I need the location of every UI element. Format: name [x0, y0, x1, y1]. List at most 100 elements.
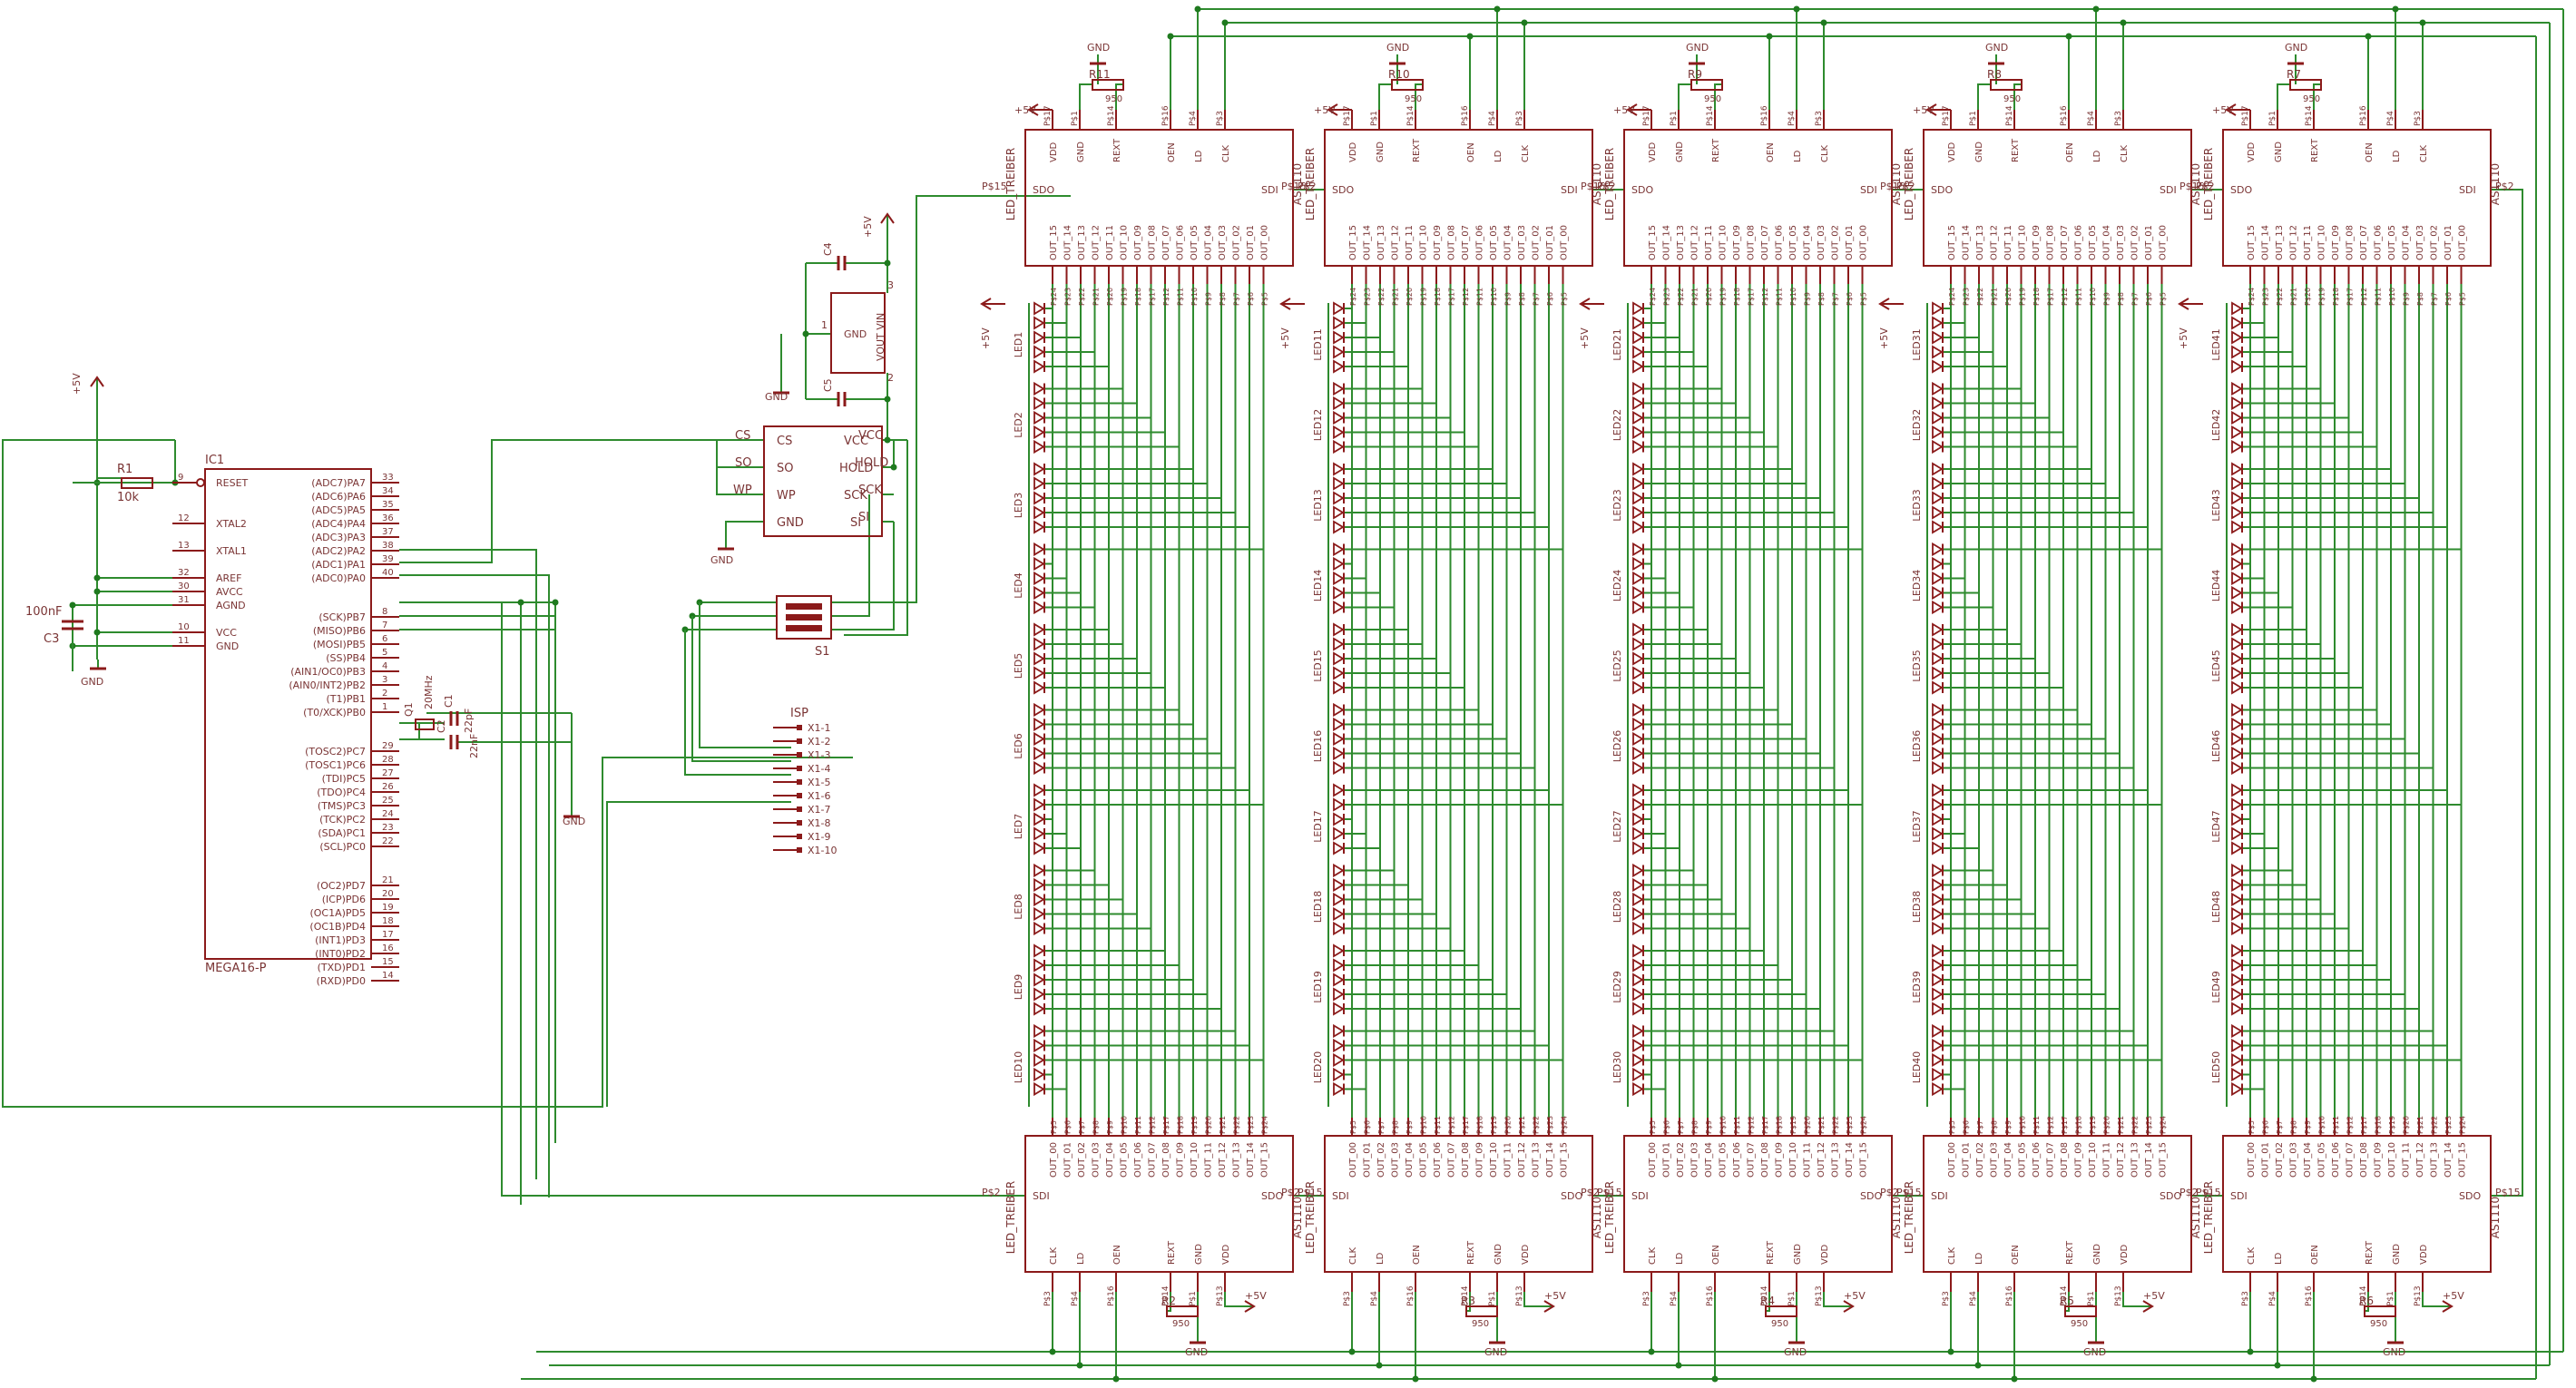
driver-out-pad: P$5	[2160, 292, 2168, 306]
driver-out-name: OUT_10	[1190, 1142, 1200, 1178]
driver-out-name: OUT_10	[1719, 225, 1729, 260]
mcu-pin-number: 9	[178, 473, 183, 483]
led-diode	[1333, 542, 1345, 557]
mcu-pin-name: (TDI)PC5	[322, 773, 366, 785]
isp-header[interactable]: ISP X1-1X1-2X1-3X1-4X1-5X1-6X1-7X1-8X1-9…	[773, 707, 837, 856]
eeprom-pin-gnd: GND	[777, 516, 804, 530]
mcu-pin-number: 12	[178, 513, 190, 523]
driver-out-pad: P$17	[1162, 1116, 1170, 1134]
r-top-right	[2313, 83, 2321, 110]
driver-name: AS1110	[2189, 1197, 2202, 1238]
led-diode	[1632, 600, 1644, 615]
junction-dot	[1820, 19, 1827, 26]
driver-serial-left: SDO	[1033, 184, 1054, 196]
driver-out-name: OUT_07	[1447, 1142, 1457, 1178]
junction-dot	[93, 588, 101, 595]
led-label: LED6	[1013, 733, 1024, 759]
led-driver-bottom[interactable]: AS1110LED_TREIBERCLKP$3LDP$4OENP$16REXTP…	[982, 1116, 1323, 1306]
driver-ctrl-name: VDD	[2419, 1244, 2429, 1265]
resistor-top-ref: R9	[1688, 68, 1702, 81]
led-diode	[1033, 921, 1045, 936]
led-label: LED35	[1911, 650, 1923, 682]
chain-end	[2491, 189, 2523, 1197]
driver-ctrl-pad: P$14	[1706, 105, 1715, 126]
mcu-pin-number: 39	[382, 554, 394, 564]
driver-out-pad: P$20	[1406, 288, 1414, 306]
capacitor-c3[interactable]: 100nF C3	[25, 605, 83, 646]
resistor-bottom-ref: R6	[2359, 1295, 2374, 1307]
driver-out-pad: P$18	[1476, 1116, 1484, 1134]
junction-dot	[884, 396, 891, 403]
driver-ctrl-name: CLK	[2120, 144, 2130, 162]
led-diode	[2231, 863, 2243, 878]
led-driver-bottom[interactable]: AS1110LED_TREIBERCLKP$3LDP$4OENP$16REXTP…	[1281, 1116, 1622, 1306]
junction-dot	[1793, 5, 1800, 13]
isp-title: ISP	[790, 707, 808, 720]
driver-out-pad: P$9	[2304, 1120, 2312, 1134]
driver-out-pad: P$18	[1776, 1116, 1784, 1134]
mcu-pin-number: 14	[382, 971, 394, 981]
led-diode	[1932, 462, 1944, 476]
led-label: LED44	[2210, 570, 2222, 602]
voltage-regulator[interactable]: GND VOUT VIN 1 2 3	[821, 279, 894, 384]
driver-out-pad: P$7	[1832, 292, 1840, 306]
driver-out-pad: P$22	[1976, 288, 1984, 306]
led-diode	[1333, 731, 1345, 747]
resistor-r1[interactable]: R1 10k	[117, 463, 153, 504]
driver-out-name: OUT_02	[2430, 225, 2440, 260]
capacitor-c1[interactable]: C1 22pF	[443, 694, 475, 733]
led-driver-bottom[interactable]: AS1110LED_TREIBERCLKP$3LDP$4OENP$16REXTP…	[1880, 1116, 2221, 1306]
driver-out-pad: P$18	[2332, 288, 2340, 306]
led-driver-bottom[interactable]: AS1110LED_TREIBERCLKP$3LDP$4OENP$16REXTP…	[1581, 1116, 1922, 1306]
mcu-pin-number: 36	[382, 513, 394, 523]
driver-serial-left: SDO	[1332, 184, 1354, 196]
driver-out-name: OUT_14	[1246, 1142, 1256, 1178]
led-label: LED50	[2210, 1051, 2222, 1084]
led-diode	[1033, 783, 1045, 797]
driver-pad-right: P$2	[2196, 181, 2215, 192]
capacitor-c4[interactable]: C4	[822, 242, 847, 270]
vcc-led-column	[1878, 298, 1890, 310]
driver-out-name: OUT_10	[1489, 1142, 1499, 1178]
eeprom-net-cs: CS	[735, 429, 750, 443]
driver-ctrl-pad: P$17	[1343, 105, 1352, 126]
serial-eeprom[interactable]: CS SO WP GND VCC HOLD SCK SI CS SO WP VC…	[733, 425, 888, 537]
driver-ctrl-name: REXT	[1466, 1240, 1476, 1265]
capacitor-c2[interactable]: C2 22nF	[436, 719, 480, 758]
led-diode	[1033, 505, 1045, 520]
mcu-pin-name: RESET	[216, 477, 249, 489]
driver-out-pad: P$17	[1748, 288, 1756, 306]
driver-out-name: OUT_01	[1063, 1142, 1073, 1178]
driver-out-pad: P$23	[1247, 1116, 1255, 1134]
driver-pad-right: P$15	[1896, 1187, 1922, 1198]
driver-out-pad: P$22	[1832, 1116, 1840, 1134]
driver-out-pad: P$23	[1963, 288, 1971, 306]
capacitor-c5[interactable]: C5	[822, 378, 847, 406]
led-diode	[1333, 1081, 1345, 1097]
driver-ctrl-name: LD	[1376, 1252, 1386, 1265]
driver-serial-right: SDI	[1561, 184, 1578, 196]
led-diode	[1033, 731, 1045, 747]
crystal-q1[interactable]: Q1 20MHz	[403, 675, 435, 730]
dip-switch-s1[interactable]: S1	[776, 595, 832, 659]
driver-out-pad: P$19	[2019, 288, 2027, 306]
driver-out-pad: P$23	[1846, 1116, 1854, 1134]
driver-out-pad: P$11	[1177, 288, 1185, 306]
driver-part-label: LED_TREIBER	[1304, 1181, 1317, 1254]
gnd-label: GND	[1784, 1346, 1807, 1358]
resistor-top-value: 950	[1405, 94, 1422, 104]
mcu-pin-number: 10	[178, 622, 190, 632]
driver-ctrl-pad: P$16	[1406, 1285, 1415, 1306]
driver-out-pad: P$24	[2160, 1116, 2168, 1134]
led-driver-bottom[interactable]: AS1110LED_TREIBERCLKP$3LDP$4OENP$16REXTP…	[2179, 1116, 2521, 1306]
mcu-body	[204, 468, 372, 960]
led-label: LED33	[1911, 489, 1923, 522]
driver-out-pad: P$19	[1121, 288, 1129, 306]
